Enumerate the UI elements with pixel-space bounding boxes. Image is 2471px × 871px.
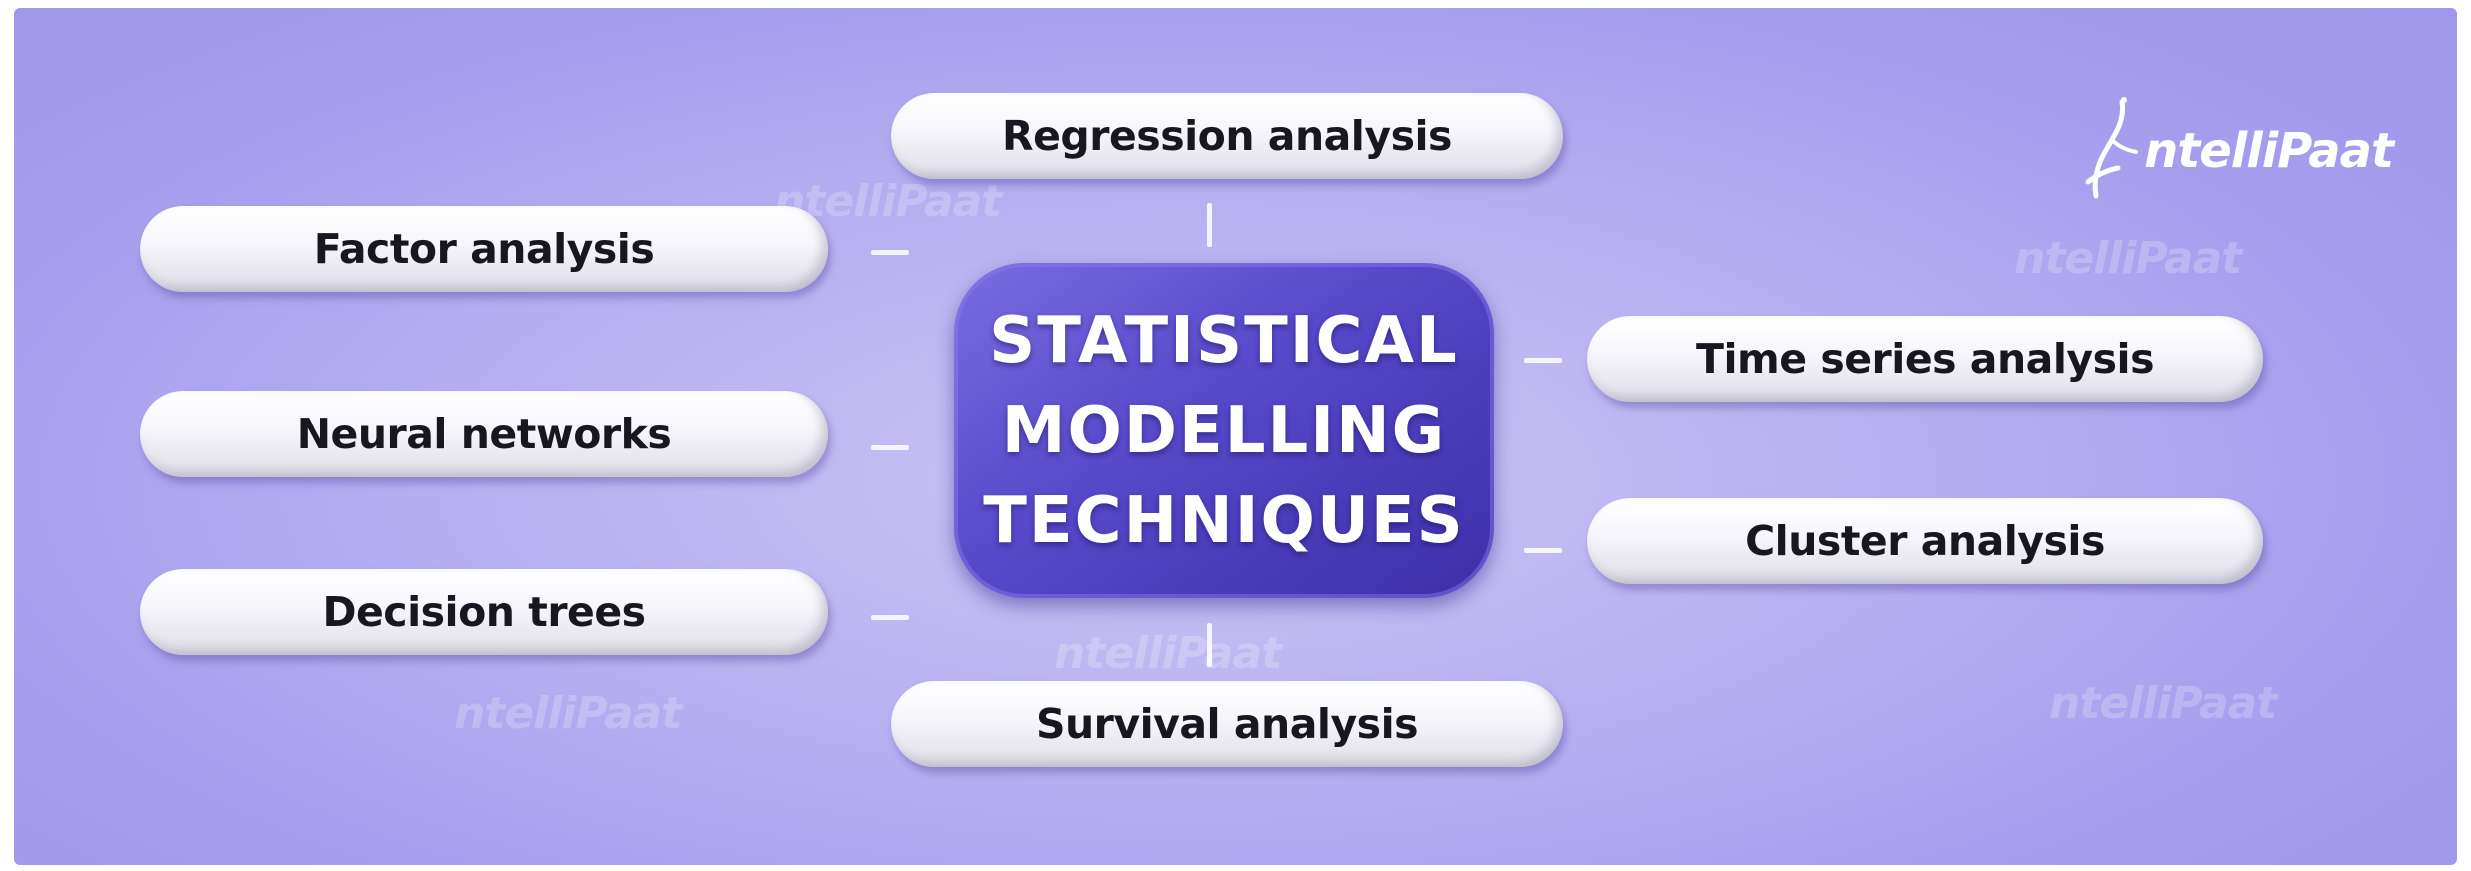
center-title-line-3: TECHNIQUES: [983, 483, 1465, 558]
watermark-4: ntelliPaat: [454, 688, 682, 739]
connector-right-2: [1524, 548, 1562, 553]
watermark-3: ntelliPaat: [1054, 628, 1282, 679]
connector-left-2: [871, 445, 909, 450]
intellipaat-logo: ntelliPaat: [2084, 96, 2394, 206]
center-node: STATISTICAL MODELLING TECHNIQUES: [954, 263, 1494, 598]
center-title-line-2: MODELLING: [1001, 393, 1447, 468]
connector-right-1: [1524, 358, 1562, 363]
connector-left-3: [871, 615, 909, 620]
watermark-5: ntelliPaat: [2049, 678, 2277, 729]
connector-bottom: [1207, 623, 1212, 667]
connector-left-1: [871, 250, 909, 255]
runner-icon: [2084, 96, 2144, 206]
technique-decision-trees: Decision trees: [140, 569, 828, 655]
watermark-2: ntelliPaat: [2014, 233, 2242, 284]
technique-neural-networks: Neural networks: [140, 391, 828, 477]
diagram-canvas: ntelliPaat ntelliPaat ntelliPaat ntelliP…: [14, 8, 2457, 865]
technique-survival-analysis: Survival analysis: [891, 681, 1563, 767]
technique-time-series-analysis: Time series analysis: [1587, 316, 2263, 402]
connector-top: [1207, 203, 1212, 247]
technique-regression-analysis: Regression analysis: [891, 93, 1563, 179]
technique-factor-analysis: Factor analysis: [140, 206, 828, 292]
logo-text: ntelliPaat: [2144, 123, 2394, 179]
technique-cluster-analysis: Cluster analysis: [1587, 498, 2263, 584]
center-title-line-1: STATISTICAL: [989, 303, 1459, 378]
